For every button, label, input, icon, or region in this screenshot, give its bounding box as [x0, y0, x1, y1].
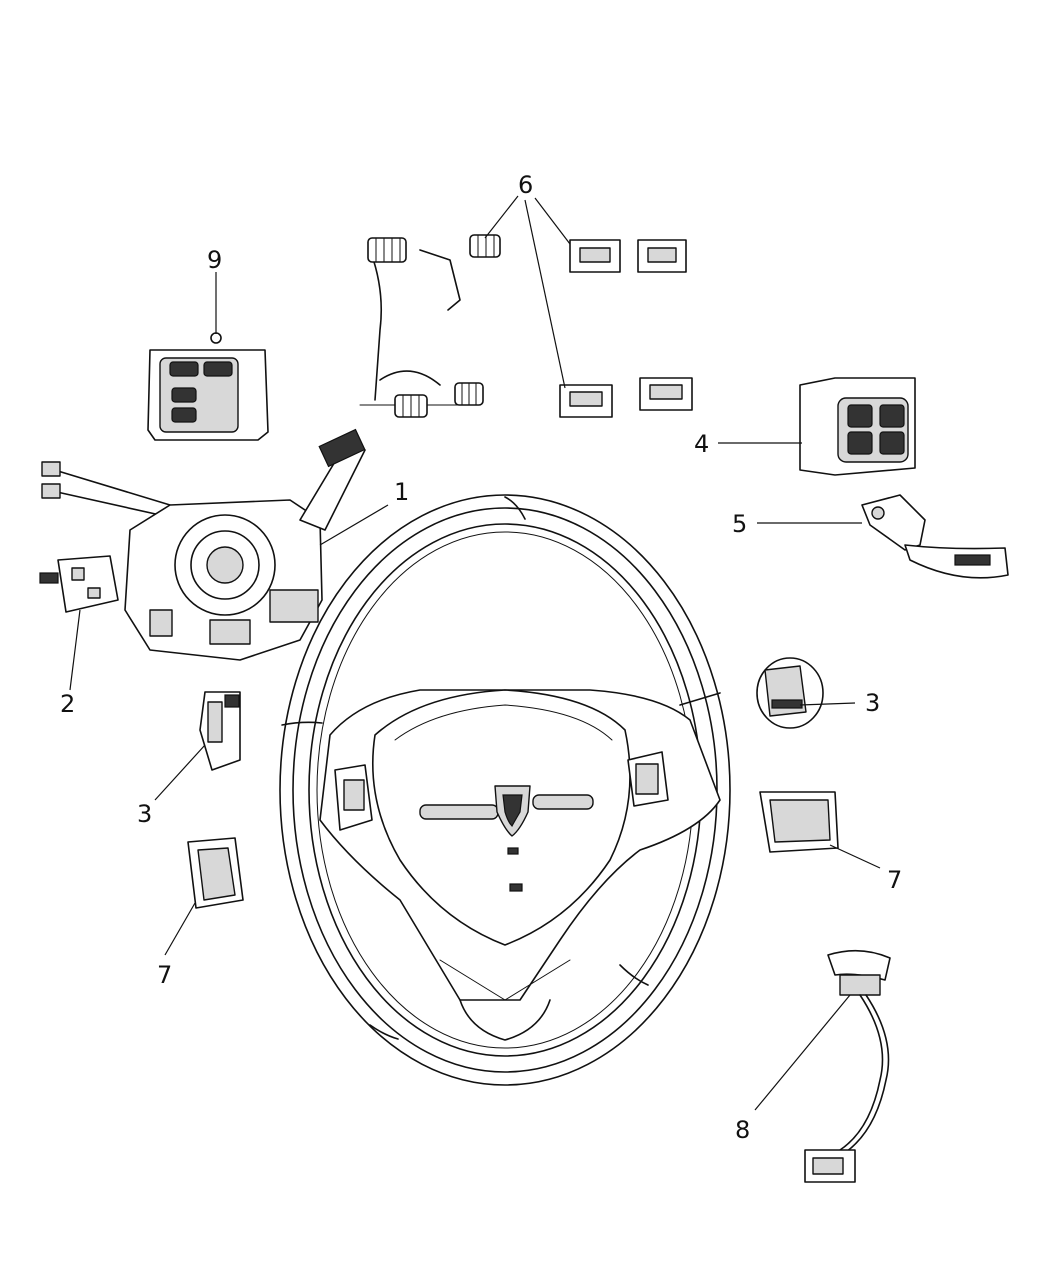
part-3-switch-right	[756, 657, 824, 729]
leader-lines	[69, 195, 881, 1111]
part-8-wiring-harness	[804, 949, 891, 1183]
part-1-clockspring-assembly	[41, 428, 366, 661]
callout-5: 5	[732, 510, 747, 538]
callout-3-left: 3	[137, 800, 152, 828]
callout-7-right: 7	[887, 866, 902, 894]
part-2-switch	[39, 555, 119, 613]
callout-4: 4	[694, 430, 709, 458]
callout-7-left: 7	[157, 961, 172, 989]
part-7-switch-left	[187, 837, 244, 909]
part-7-switch-right	[759, 791, 839, 853]
callout-1: 1	[394, 478, 409, 506]
part-3-switch-left	[199, 691, 241, 771]
steering-wheel	[279, 494, 731, 1086]
part-6-springs-and-clips	[359, 234, 693, 418]
callout-6: 6	[518, 171, 533, 199]
part-5-paddle-switch	[861, 494, 1009, 579]
callout-8: 8	[735, 1116, 750, 1144]
callout-9: 9	[207, 246, 222, 274]
callout-3-right: 3	[865, 689, 880, 717]
part-4-control-switch	[799, 377, 916, 476]
part-9-switch-bezel	[147, 332, 269, 441]
callout-2: 2	[60, 690, 75, 718]
callout-labels: 1 2 3 3 4 5 6 7 7 8 9	[60, 171, 902, 1144]
